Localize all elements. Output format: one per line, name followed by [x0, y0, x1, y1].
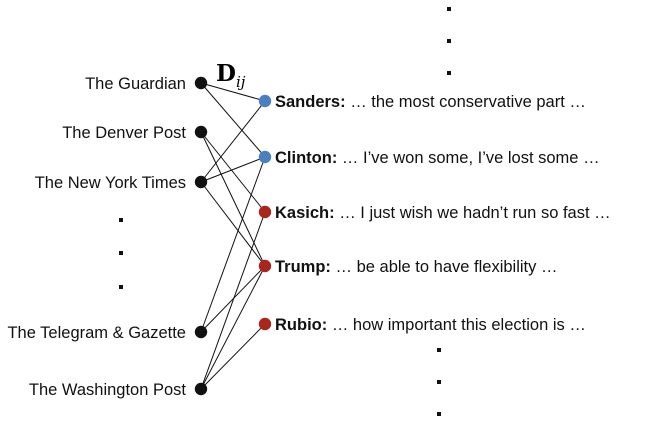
quote-label-kasich: Kasich: … I just wish we hadn’t run so f… [275, 204, 611, 222]
edge-weight-main: D [216, 60, 236, 87]
edge-wapo-kasich [200, 211, 266, 390]
edge-nyt-sanders [200, 100, 266, 183]
quote-label-trump: Trump: … be able to have flexibility … [275, 258, 557, 276]
source-label-guardian: The Guardian [85, 75, 186, 93]
edge-telegram-clinton [200, 156, 266, 333]
edge-guardian-clinton [200, 82, 266, 158]
quote-text-rubio: … how important this election is … [327, 316, 586, 334]
quote-label-sanders: Sanders: … the most conservative part … [275, 93, 586, 111]
edge-group [200, 82, 266, 390]
edge-weight-subscript: ij [236, 73, 246, 91]
source-node-wapo [194, 382, 208, 396]
quote-node-group [258, 94, 272, 331]
quote-node-rubio [258, 317, 272, 331]
edge-wapo-trump [200, 265, 266, 390]
quote-ellipsis-top [447, 7, 451, 75]
source-label-wapo: The Washington Post [29, 381, 187, 399]
quote-speaker-sanders: Sanders: [275, 93, 346, 111]
source-label-telegram: The Telegram & Gazette [7, 324, 186, 342]
edge-denver-kasich [200, 131, 266, 213]
quote-text-kasich: … I just wish we hadn’t run so fast … [335, 204, 611, 222]
source-label-denver: The Denver Post [62, 124, 186, 142]
source-node-group [194, 76, 208, 396]
quote-speaker-kasich: Kasich: [275, 204, 335, 222]
edge-telegram-trump [200, 265, 266, 333]
source-node-denver [194, 125, 208, 139]
quote-text-trump: … be able to have flexibility … [331, 258, 558, 276]
source-node-telegram [194, 325, 208, 339]
quote-speaker-rubio: Rubio: [275, 316, 327, 334]
quote-text-sanders: … the most conservative part … [346, 93, 586, 111]
edge-nyt-clinton [200, 156, 266, 183]
edge-wapo-rubio [200, 323, 266, 390]
quote-label-clinton: Clinton: … I’ve won some, I’ve lost some… [275, 149, 600, 167]
quote-text-clinton: … I’ve won some, I’ve lost some … [337, 149, 599, 167]
quote-speaker-clinton: Clinton: [275, 149, 337, 167]
source-node-guardian [194, 76, 208, 90]
quote-node-sanders [258, 94, 272, 108]
source-node-nyt [194, 175, 208, 189]
edge-denver-trump [200, 131, 266, 267]
quote-speaker-trump: Trump: [275, 258, 331, 276]
quote-label-group: Sanders: … the most conservative part … C… [275, 93, 611, 334]
quote-node-clinton [258, 150, 272, 164]
edge-nyt-trump [200, 181, 266, 267]
edge-weight-label: Dij [216, 60, 246, 91]
edge-guardian-sanders [200, 82, 266, 102]
quote-label-rubio: Rubio: … how important this election is … [275, 316, 586, 334]
source-ellipsis [119, 218, 123, 289]
quote-node-kasich [258, 205, 272, 219]
source-label-nyt: The New York Times [35, 174, 186, 192]
quote-ellipsis-bottom [437, 348, 441, 416]
quote-node-trump [258, 259, 272, 273]
